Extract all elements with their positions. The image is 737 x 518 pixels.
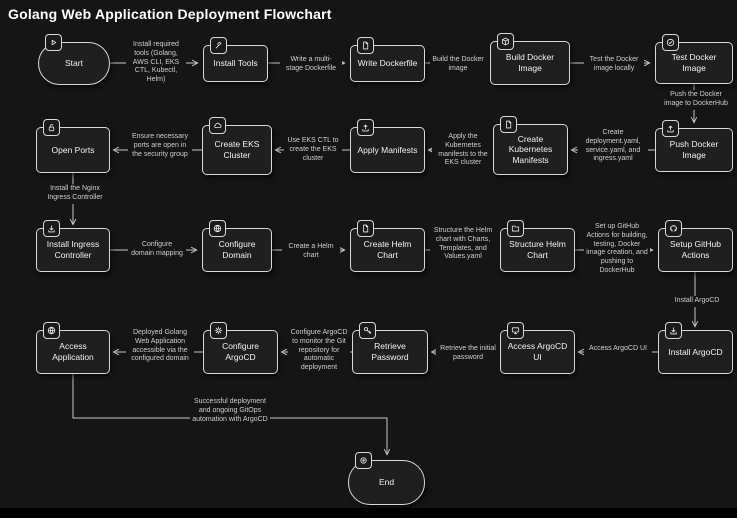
node-label: End (378, 477, 395, 488)
node-label: Create Kubernetes Manifests (508, 133, 553, 165)
node-access-argocd-ui: Access ArgoCD UI (500, 322, 575, 374)
node-label: Install Tools (213, 58, 258, 69)
edge-label: Deployed Golang Web Application accessib… (126, 328, 194, 365)
lock-open-icon (43, 119, 60, 136)
node-install-tools: Install Tools (203, 37, 268, 82)
node-label: Create Helm Chart (363, 239, 412, 260)
node-label: Setup GitHub Actions (669, 239, 722, 260)
edge-label: Configure domain mapping (128, 240, 186, 260)
edge-label: Write a multi-stage Dockerfile (280, 55, 342, 75)
edge-label: Install required tools (Golang, AWS CLI,… (126, 40, 186, 86)
upload-icon (662, 120, 679, 137)
edge-label: Install the Nginx Ingress Controller (38, 184, 112, 204)
play-icon (45, 34, 62, 51)
node-label: Create EKS Cluster (214, 139, 260, 160)
edge-label: Configure ArgoCD to monitor the Git repo… (288, 328, 350, 374)
node-install-argocd: Install ArgoCD (658, 322, 733, 374)
upload-icon (357, 119, 374, 136)
monitor-icon (507, 322, 524, 339)
node-configure-domain: Configure Domain (202, 220, 272, 272)
node-label: Configure ArgoCD (222, 341, 259, 362)
node-label: Access Application (52, 341, 94, 362)
folder-icon (507, 220, 524, 237)
file-icon (500, 116, 517, 133)
download-icon (43, 220, 60, 237)
node-start: Start (38, 34, 110, 85)
node-install-ingress-controller: Install Ingress Controller (36, 220, 110, 272)
node-end: End (348, 452, 425, 505)
edge-label: Build the Docker image (430, 55, 486, 75)
node-label: Start (65, 58, 83, 69)
edge-label: Access ArgoCD UI (584, 344, 652, 355)
wrench-icon (210, 37, 227, 54)
node-label: Install Ingress Controller (46, 239, 100, 260)
stop-icon (355, 452, 372, 469)
file-icon (357, 220, 374, 237)
node-open-ports: Open Ports (36, 119, 110, 173)
node-label: Structure Helm Chart (509, 239, 566, 260)
node-setup-github-actions: Setup GitHub Actions (658, 220, 733, 272)
node-access-application: Access Application (36, 322, 110, 374)
page-title: Golang Web Application Deployment Flowch… (8, 6, 332, 22)
edge-label: Create deployment.yaml, service.yaml, an… (578, 128, 648, 165)
node-label: Install ArgoCD (668, 346, 723, 357)
node-retrieve-password: Retrieve Password (352, 322, 428, 374)
node-label: Access ArgoCD UI (507, 341, 568, 362)
node-label: Build Docker Image (505, 52, 555, 73)
node-label: Write Dockerfile (357, 58, 418, 69)
bottom-black-bar (0, 508, 737, 518)
node-label: Test Docker Image (671, 52, 717, 73)
globe-icon (209, 220, 226, 237)
edge-label: Structure the Helm chart with Charts, Te… (430, 226, 496, 263)
node-label: Push Docker Image (669, 139, 719, 160)
edge-label: Set up GitHub Actions for building, test… (584, 222, 650, 277)
node-apply-manifests: Apply Manifests (350, 119, 425, 173)
cloud-icon (209, 117, 226, 134)
edge-label: Apply the Kubernetes manifests to the EK… (432, 132, 494, 169)
edge-label: Install ArgoCD (658, 296, 736, 307)
file-icon (357, 37, 374, 54)
edge-label: Ensure necessary ports are open in the s… (128, 132, 192, 161)
edge-label: Test the Docker image locally (584, 55, 644, 75)
node-create-kubernetes-manifests: Create Kubernetes Manifests (493, 116, 568, 175)
node-label: Apply Manifests (357, 144, 418, 155)
download-icon (665, 322, 682, 339)
node-create-helm-chart: Create Helm Chart (350, 220, 425, 272)
node-label: Open Ports (51, 144, 95, 155)
node-label: Configure Domain (218, 239, 256, 260)
node-configure-argocd: Configure ArgoCD (203, 322, 278, 374)
key-icon (359, 322, 376, 339)
edge-label: Create a Helm chart (282, 242, 340, 262)
node-push-docker-image: Push Docker Image (655, 120, 733, 172)
gear-icon (210, 322, 227, 339)
node-label: Retrieve Password (371, 341, 409, 362)
edge-label: Push the Docker image to DockerHub (662, 90, 730, 110)
edge-label: Successful deployment and ongoing GitOps… (190, 397, 270, 426)
node-test-docker-image: Test Docker Image (655, 34, 733, 84)
edge-label: Use EKS CTL to create the EKS cluster (284, 136, 342, 165)
globe-icon (43, 322, 60, 339)
node-structure-helm-chart: Structure Helm Chart (500, 220, 575, 272)
node-build-docker-image: Build Docker Image (490, 33, 570, 85)
node-create-eks-cluster: Create EKS Cluster (202, 117, 272, 175)
github-icon (665, 220, 682, 237)
check-circle-icon (662, 34, 679, 51)
package-icon (497, 33, 514, 50)
edge-label: Retrieve the initial password (436, 344, 500, 364)
node-write-dockerfile: Write Dockerfile (350, 37, 425, 82)
